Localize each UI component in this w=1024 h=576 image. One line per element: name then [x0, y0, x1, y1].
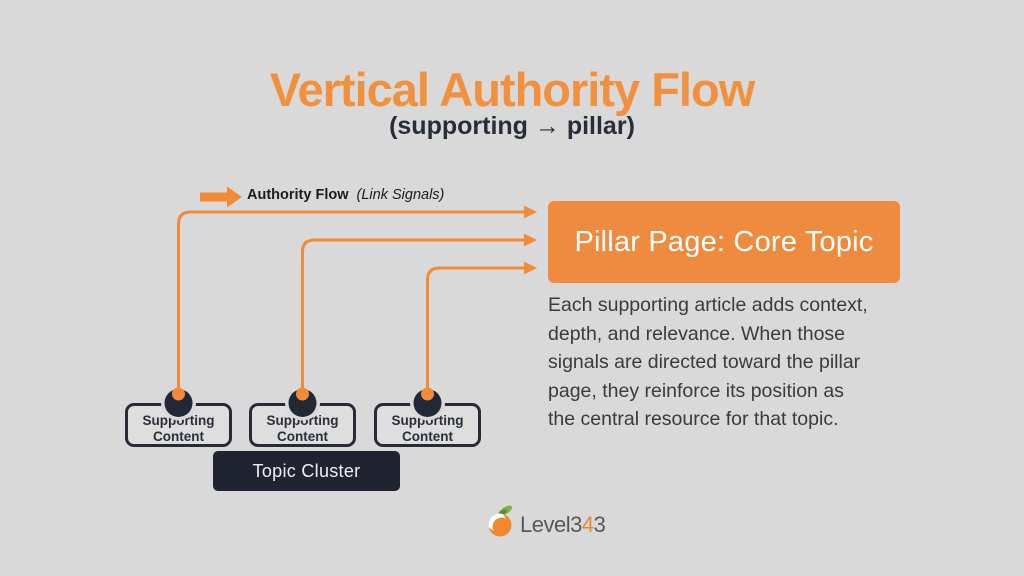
supporting-content-box-2: Supporting Content — [249, 403, 356, 447]
legend-label-bold: Authority Flow — [247, 187, 349, 203]
topic-cluster-label: Topic Cluster — [252, 460, 361, 481]
pillar-page-label: Pillar Page: Core Topic — [574, 225, 874, 258]
arrowhead-icon — [524, 261, 537, 275]
support-node-dot — [172, 387, 185, 401]
arrowhead-icon — [524, 233, 537, 247]
description-line: depth, and relevance. When those — [548, 322, 846, 345]
logo-text-accent: 4 — [581, 512, 594, 537]
legend-label-italic: (Link Signals) — [356, 187, 445, 203]
logo-wordmark: Level343 — [520, 512, 606, 538]
arrowhead-icon — [524, 205, 537, 219]
legend-arrow-icon — [200, 186, 242, 208]
level343-logo-mark-icon — [488, 505, 513, 537]
page-subtitle: (supporting → pillar) — [389, 112, 635, 140]
supporting-content-label: Supporting Content — [391, 412, 464, 444]
description-line: page, they reinforce its position as — [548, 379, 844, 402]
description-line: signals are directed toward the pillar — [548, 351, 861, 373]
page-title: Vertical Authority Flow — [269, 63, 756, 116]
pillar-page-box: Pillar Page: Core Topic — [548, 201, 900, 283]
authority-flow-connector-3 — [426, 266, 524, 393]
supporting-content-box-1: Supporting Content — [125, 403, 232, 447]
topic-cluster-box: Topic Cluster — [213, 451, 400, 491]
level343-logo: Level343 — [485, 503, 606, 539]
logo-orange-inner — [492, 517, 511, 536]
description-text: Each supporting article adds context, de… — [548, 291, 928, 434]
support-node-dot — [421, 387, 434, 401]
authority-flow-connector-2 — [301, 238, 524, 393]
supporting-content-label: Supporting Content — [266, 412, 339, 444]
support-node-dot — [296, 387, 309, 401]
logo-text-prefix: Level3 — [520, 512, 582, 537]
legend-label: Authority Flow (Link Signals) — [247, 187, 444, 203]
description-line: the central resource for that topic. — [548, 408, 839, 430]
supporting-content-box-3: Supporting Content — [374, 403, 481, 447]
authority-flow-connector-1 — [177, 210, 524, 393]
supporting-content-label: Supporting Content — [142, 412, 215, 444]
logo-text-suffix: 3 — [593, 512, 606, 537]
description-line: Each supporting article adds context, — [548, 294, 868, 316]
